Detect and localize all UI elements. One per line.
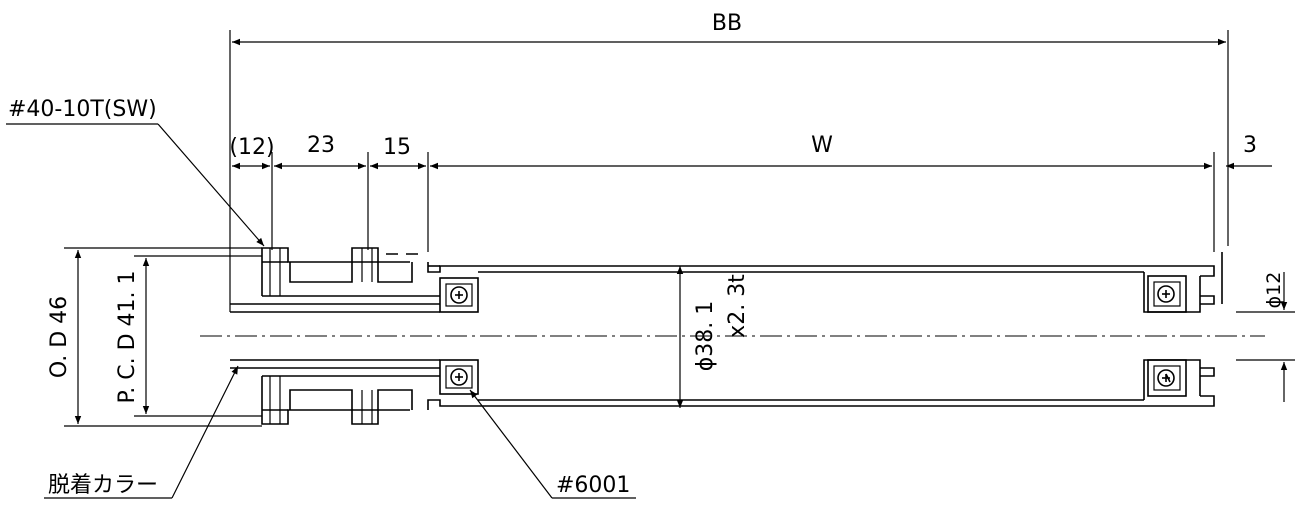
dimension-tube-thk-label: x2. 3t xyxy=(725,274,750,338)
callout-sprocket-label: #40-10T(SW) xyxy=(8,97,157,122)
dimension-w-label: W xyxy=(811,133,833,158)
callout-bearing-label: #6001 xyxy=(556,473,630,498)
bearing-top-right xyxy=(1147,275,1187,313)
dimension-w: W xyxy=(427,133,1215,252)
dimension-od-label: O. D 46 xyxy=(47,296,72,378)
dimension-23-label: 23 xyxy=(307,133,335,158)
dimension-bb-label: BB xyxy=(712,11,742,36)
callout-sprocket: #40-10T(SW) xyxy=(6,97,265,247)
dimension-pcd-label: P. C. D 41. 1 xyxy=(115,270,140,403)
roller-top-half xyxy=(230,247,1223,313)
roller-bottom-half xyxy=(230,359,1215,425)
dimension-3: 3 xyxy=(1226,133,1272,170)
dimension-12-label: (12) xyxy=(229,135,274,160)
dimension-pcd: P. C. D 41. 1 xyxy=(115,255,262,417)
dimension-15-label: 15 xyxy=(383,135,411,160)
callout-bearing: #6001 xyxy=(469,389,636,499)
bearing-bottom-right xyxy=(1147,359,1187,397)
dimension-shaft: ϕ12 xyxy=(1236,272,1295,402)
dimension-tube: ϕ38. 1 x2. 3t xyxy=(676,266,750,408)
callout-collar-label: 脱着カラー xyxy=(48,473,158,498)
dimension-shaft-label: ϕ12 xyxy=(1263,272,1285,309)
bearing-bottom-left xyxy=(439,359,479,395)
bearing-top-left xyxy=(439,277,479,313)
dimension-od: O. D 46 xyxy=(47,247,262,427)
dimension-3-label: 3 xyxy=(1243,133,1257,158)
callout-collar: 脱着カラー xyxy=(44,365,239,499)
dimension-sprocket-spacing: (12) 23 15 xyxy=(229,133,426,250)
dimension-bb: BB xyxy=(229,11,1229,312)
